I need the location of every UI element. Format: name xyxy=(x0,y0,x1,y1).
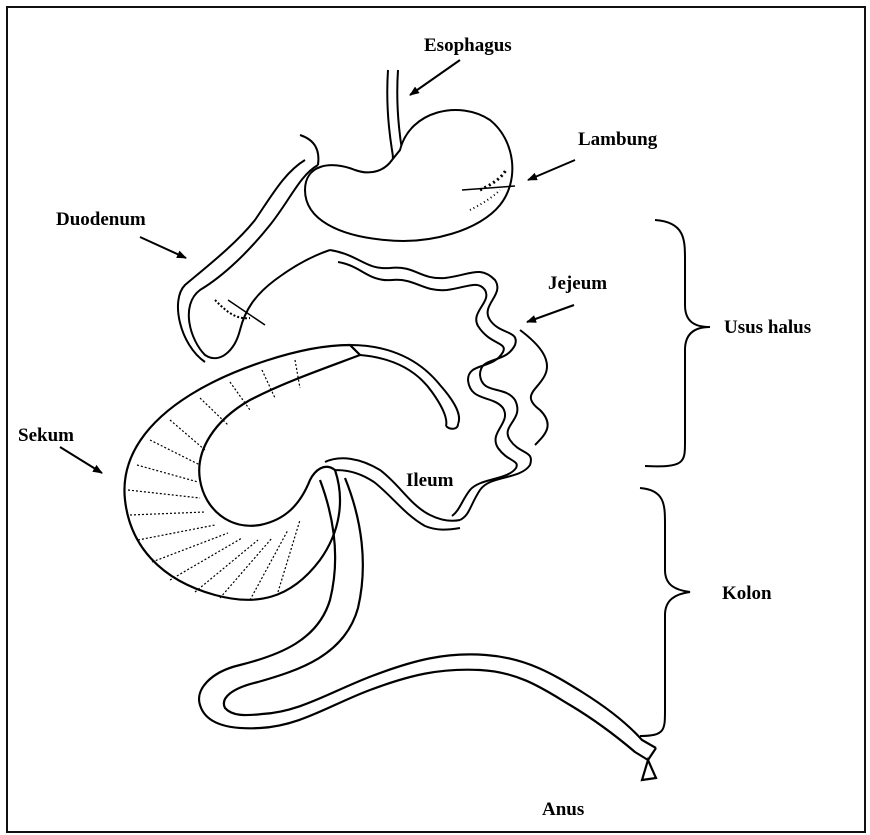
lambung-arrow xyxy=(528,160,575,180)
kolon-bracket xyxy=(640,488,690,736)
label-kolon: Kolon xyxy=(722,583,772,604)
label-jejeum: Jejeum xyxy=(548,273,607,294)
duodenum-shape xyxy=(178,135,330,362)
ileum-shape xyxy=(322,345,460,530)
label-usus-halus: Usus halus xyxy=(724,317,811,338)
label-lambung: Lambung xyxy=(578,129,658,150)
label-sekum: Sekum xyxy=(18,425,74,446)
label-ileum: Ileum xyxy=(406,470,454,491)
usus-halus-bracket xyxy=(645,220,710,466)
sekum-arrow xyxy=(60,447,102,473)
esophagus-arrow xyxy=(410,60,460,95)
label-anus: Anus xyxy=(542,799,584,820)
duodenum-arrow xyxy=(140,237,186,258)
jejeum-arrow xyxy=(527,305,574,322)
cecum-shape xyxy=(124,345,360,600)
stomach-shape xyxy=(305,110,515,241)
label-duodenum: Duodenum xyxy=(56,209,146,230)
label-esophagus: Esophagus xyxy=(424,35,512,56)
